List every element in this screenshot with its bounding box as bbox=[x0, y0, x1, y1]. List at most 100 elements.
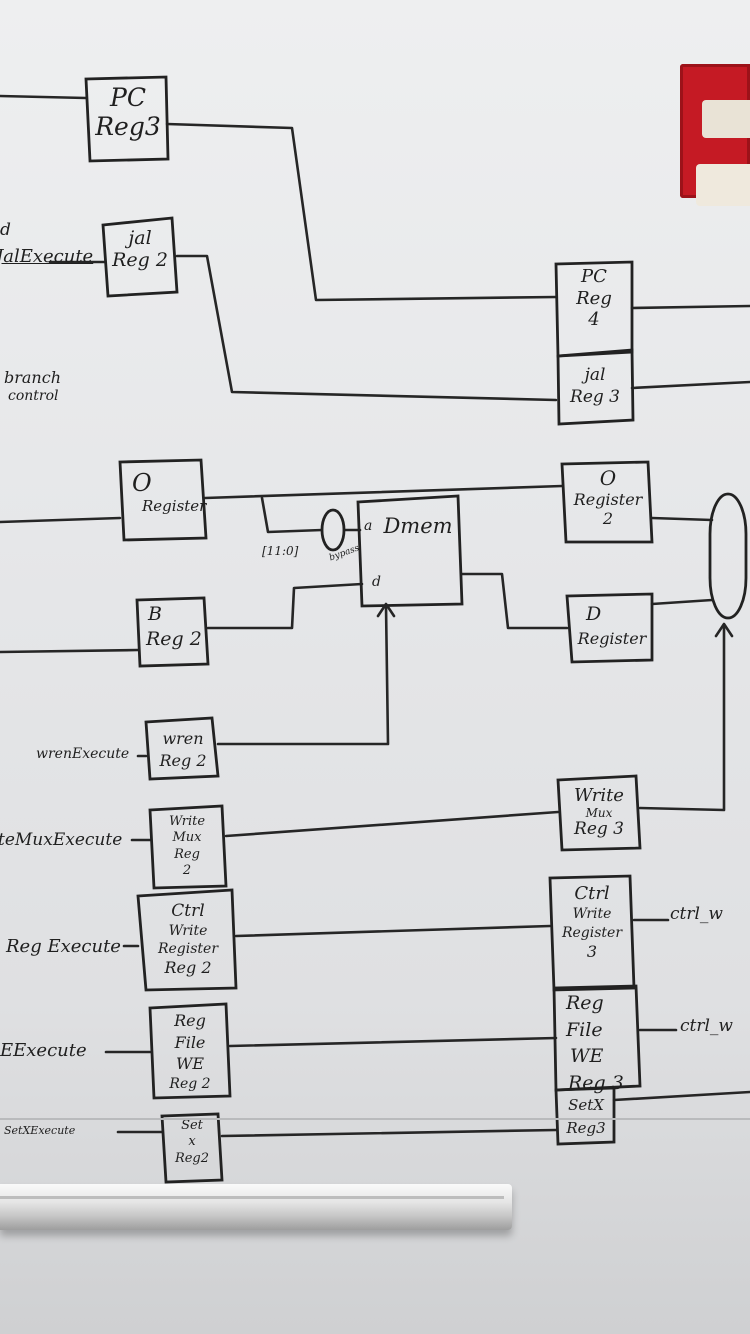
dmem-port-a-label: a bbox=[364, 518, 372, 534]
d-register-label: D Register bbox=[572, 602, 652, 649]
ctrl-w-label-1: ctrl_w bbox=[670, 904, 723, 924]
write-mux-reg2-line1: Write bbox=[152, 814, 222, 830]
wren-reg2-line1: wren bbox=[150, 728, 216, 750]
jal-reg3-line2: Reg 3 bbox=[558, 386, 632, 408]
regfile-we-reg2-line3: WE bbox=[152, 1053, 228, 1075]
pc-reg4-line2: Reg bbox=[558, 288, 630, 310]
write-mux-reg3-label: Write Mux Reg 3 bbox=[560, 786, 638, 840]
reg-execute-label: Reg Execute bbox=[6, 936, 121, 957]
wren-reg2-label: wren Reg 2 bbox=[150, 728, 216, 773]
strobe-lens-icon bbox=[702, 100, 750, 138]
regfile-we-reg3-label: Reg File WE Reg 3 bbox=[556, 990, 638, 1096]
write-mux-reg3-line2: Mux bbox=[560, 807, 638, 821]
o-register2-line2: Register bbox=[566, 490, 650, 509]
addr-bits-label: [11:0] bbox=[262, 544, 298, 558]
wire-wmux2-to-wmux3 bbox=[226, 812, 558, 836]
ctrl-write-reg3-line4: 3 bbox=[552, 942, 632, 963]
pc-reg3-line2: Reg3 bbox=[90, 113, 166, 142]
wire-jal3-out bbox=[632, 382, 750, 388]
wire-pc-in bbox=[0, 96, 86, 98]
b-reg2-label: B Reg 2 bbox=[140, 602, 206, 651]
wire-o-out bbox=[205, 486, 562, 498]
o-register2-label: O Register 2 bbox=[566, 466, 650, 528]
wren-reg2-line2: Reg 2 bbox=[150, 750, 216, 772]
marker-tray-icon bbox=[0, 1184, 512, 1230]
ctrl-write-reg3-line1: Ctrl bbox=[552, 882, 632, 905]
pc-reg4-label: PC Reg 4 bbox=[558, 266, 630, 331]
setx-execute-label: SetXExecute bbox=[4, 1124, 75, 1137]
o-register-line2: Register bbox=[124, 498, 206, 515]
wire-setx2-to-setx3 bbox=[222, 1130, 556, 1136]
b-reg2-line1: B bbox=[140, 602, 206, 627]
setx-reg3-line1: SetX bbox=[558, 1094, 614, 1117]
pc-reg4-line3: 4 bbox=[558, 309, 630, 331]
wire-pc4-out bbox=[632, 306, 750, 308]
jal-reg3-line1: jal bbox=[558, 364, 632, 386]
bypass-mux-shape bbox=[322, 510, 344, 550]
wire-we2-to-we3 bbox=[230, 1038, 556, 1046]
fire-alarm-icon bbox=[680, 64, 750, 198]
alarm-plate-icon bbox=[696, 164, 750, 206]
write-mux-reg2-line3: Reg bbox=[152, 847, 222, 863]
jal-reg3-label: jal Reg 3 bbox=[558, 364, 632, 408]
o-register-label: O Register bbox=[124, 470, 206, 515]
write-mux-reg2-label: Write Mux Reg 2 bbox=[152, 814, 222, 879]
wire-o-in bbox=[0, 518, 120, 522]
jal-reg2-line1: jal bbox=[106, 228, 174, 250]
write-mux-reg2-line4: 2 bbox=[152, 863, 222, 879]
pc-reg3-line1: PC bbox=[90, 84, 166, 113]
o-register2-line3: 2 bbox=[566, 509, 650, 528]
write-mux-execute-label: teMuxExecute bbox=[0, 830, 122, 850]
regfile-we-reg3-line2: WE bbox=[556, 1043, 638, 1070]
wire-o2-to-mux bbox=[652, 518, 712, 520]
ctrl-write-reg2-line3: Register bbox=[142, 940, 234, 958]
whiteboard-bottom-edge bbox=[0, 1118, 750, 1120]
regfile-we-reg2-line4: Reg 2 bbox=[152, 1075, 228, 1094]
regfile-we-reg2-line1: Reg bbox=[152, 1010, 228, 1032]
wire-b-in bbox=[0, 650, 138, 652]
setx-reg2-line1: Set bbox=[164, 1118, 220, 1134]
jal-execute-label: JalExecute bbox=[0, 246, 93, 267]
we-execute-label: EExecute bbox=[0, 1040, 87, 1061]
regfile-we-reg3-line1: Reg File bbox=[556, 990, 638, 1043]
branch-label: branch bbox=[4, 368, 61, 387]
ctrl-write-reg2-line4: Reg 2 bbox=[142, 958, 234, 979]
setx-reg2-label: Set x Reg2 bbox=[164, 1118, 220, 1167]
pc-reg4-line1: PC bbox=[558, 266, 630, 288]
setx-reg2-line3: Reg2 bbox=[164, 1151, 220, 1167]
ctrl-w-label-2: ctrl_w bbox=[680, 1016, 733, 1036]
regfile-we-reg3-line3: Reg 3 bbox=[556, 1070, 638, 1097]
wire-jal2-to-jal3 bbox=[177, 256, 556, 400]
wire-ctrlw2-to-ctrlw3 bbox=[236, 926, 550, 936]
ctrl-write-reg2-line1: Ctrl bbox=[142, 900, 234, 922]
write-mux-reg3-line1: Write bbox=[560, 786, 638, 807]
d-register-line2: Register bbox=[572, 628, 652, 650]
setx-reg3-line2: Reg3 bbox=[558, 1117, 614, 1140]
o-register2-line1: O bbox=[566, 466, 650, 490]
o-register-line1: O bbox=[124, 470, 206, 498]
control-label: control bbox=[8, 388, 59, 404]
wire-d-to-mux bbox=[652, 600, 712, 604]
ctrl-write-reg2-label: Ctrl Write Register Reg 2 bbox=[142, 900, 234, 979]
wire-dmem-to-d bbox=[462, 574, 567, 628]
writeback-mux-shape bbox=[710, 494, 746, 618]
wire-pc3-to-pc4 bbox=[167, 124, 556, 300]
jal-reg2-line2: Reg 2 bbox=[106, 250, 174, 272]
pc-reg3-label: PC Reg3 bbox=[90, 84, 166, 142]
write-mux-reg3-line3: Reg 3 bbox=[560, 820, 638, 840]
ctrl-write-reg2-line2: Write bbox=[142, 922, 234, 940]
d-register-line1: D bbox=[572, 602, 652, 628]
write-mux-reg2-line2: Mux bbox=[152, 830, 222, 846]
jal-partial-label: d bbox=[0, 220, 11, 240]
regfile-we-reg2-label: Reg File WE Reg 2 bbox=[152, 1010, 228, 1094]
wire-b-to-dmem bbox=[208, 584, 362, 628]
setx-reg2-line2: x bbox=[164, 1134, 220, 1150]
ctrl-write-reg3-line2: Write bbox=[552, 905, 632, 923]
ctrl-write-reg3-line3: Register bbox=[552, 924, 632, 942]
jal-reg2-label: jal Reg 2 bbox=[106, 228, 174, 272]
dmem-port-d-label: d bbox=[372, 574, 381, 590]
wire-addr-tap bbox=[262, 498, 322, 532]
regfile-we-reg2-line2: File bbox=[152, 1032, 228, 1054]
b-reg2-line2: Reg 2 bbox=[140, 627, 206, 652]
